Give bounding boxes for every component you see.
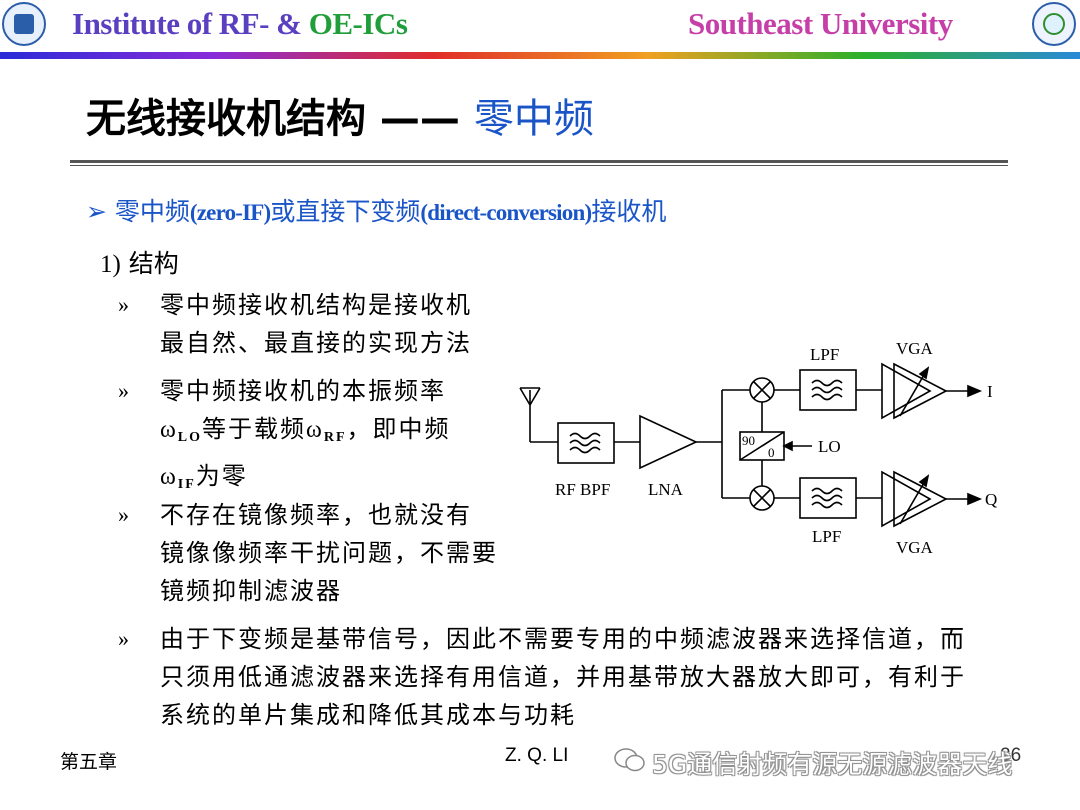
author-label: Z. Q. LI — [505, 745, 569, 766]
rf-bpf-block — [557, 422, 615, 464]
lpf-top-label: LPF — [810, 345, 839, 364]
university-logo-icon — [1032, 2, 1076, 46]
institute-logo-icon — [2, 2, 46, 46]
lpf-bottom-label: LPF — [812, 527, 841, 546]
university-title: Southeast University — [688, 6, 953, 41]
vga-top-label: VGA — [896, 339, 934, 358]
mixer-bottom-icon — [749, 485, 775, 511]
arrow-bullet-icon: ➢ — [86, 197, 107, 226]
lpf-top-block — [799, 369, 857, 411]
watermark-text: 5G通信射频有源无源滤波器天线 — [652, 750, 1013, 779]
header-divider — [0, 52, 1080, 59]
wechat-icon — [614, 748, 645, 772]
lna-triangle — [639, 414, 698, 470]
slide-title: 无线接收机结构 —— 零中频 — [86, 96, 594, 142]
page-number: 26 — [1000, 745, 1022, 766]
title-rule — [70, 160, 1008, 163]
phase-0-label: 0 — [768, 445, 775, 460]
phase-90-label: 90 — [742, 433, 755, 448]
chapter-label: 第五章 — [60, 752, 118, 773]
header-bar: Institute of RF- & OE-ICs Southeast Univ… — [0, 0, 1080, 58]
receiver-block-diagram: RF BPF LNA LPF VGA LPF VGA LO 90 0 I Q — [519, 339, 997, 557]
title-rule-thin — [70, 165, 1008, 166]
lpf-bottom-block — [799, 477, 857, 519]
antenna-icon — [519, 387, 541, 442]
vga-bottom-label: VGA — [896, 538, 934, 557]
main-bullet: ➢ 零中频(zero-IF)或直接下变频(direct-conversion)接… — [86, 197, 667, 226]
output-q-label: Q — [985, 490, 997, 509]
lo-label: LO — [818, 437, 841, 456]
mixer-top-icon — [749, 377, 775, 403]
section-heading: 1) 结构 — [100, 249, 179, 278]
lna-label: LNA — [648, 480, 684, 499]
institute-title: Institute of RF- & OE-ICs — [72, 6, 408, 41]
rf-bpf-label: RF BPF — [555, 480, 610, 499]
output-i-label: I — [987, 382, 993, 401]
